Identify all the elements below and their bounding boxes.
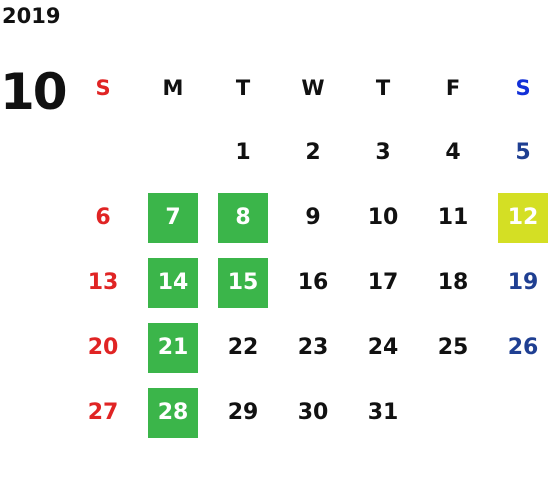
day-cell[interactable]: 3 <box>375 140 391 165</box>
day-cell-empty <box>68 120 138 185</box>
day-highlight-green: 14 <box>148 257 198 308</box>
day-cell[interactable]: 23 <box>297 335 329 360</box>
day-cell[interactable]: 25 <box>437 335 469 360</box>
day-highlight-green: 8 <box>218 192 268 243</box>
day-cell[interactable]: 4 <box>445 140 461 165</box>
year-label: 2019 <box>2 4 61 28</box>
day-cell-highlighted[interactable]: 7 <box>138 185 208 250</box>
day-cell[interactable]: 29 <box>227 400 259 425</box>
weekday-thursday: T <box>375 75 391 100</box>
day-cell[interactable]: 22 <box>227 335 259 360</box>
day-cell[interactable]: 16 <box>297 270 329 295</box>
day-cell-empty <box>418 380 488 445</box>
weekday-saturday: S <box>515 75 531 100</box>
day-highlight-green: 21 <box>148 322 198 373</box>
day-highlight-green: 7 <box>148 192 198 243</box>
day-cell[interactable]: 9 <box>305 205 321 230</box>
day-cell-highlighted[interactable]: 21 <box>138 315 208 380</box>
day-cell-sunday[interactable]: 13 <box>87 270 119 295</box>
day-cell-highlighted[interactable]: 8 <box>208 185 278 250</box>
day-cell-saturday[interactable]: 5 <box>515 140 531 165</box>
day-cell[interactable]: 18 <box>437 270 469 295</box>
day-cell-highlighted[interactable]: 15 <box>208 250 278 315</box>
day-cell-empty <box>138 120 208 185</box>
day-cell[interactable]: 11 <box>437 205 469 230</box>
day-cell-saturday[interactable]: 26 <box>507 335 539 360</box>
day-cell[interactable]: 30 <box>297 400 329 425</box>
day-cell-sunday[interactable]: 6 <box>95 205 111 230</box>
day-cell-highlighted[interactable]: 14 <box>138 250 208 315</box>
month-label: 10 <box>0 63 68 121</box>
day-cell-sunday[interactable]: 27 <box>87 400 119 425</box>
day-cell-empty <box>488 380 548 445</box>
day-cell-sunday[interactable]: 20 <box>87 335 119 360</box>
day-cell[interactable]: 1 <box>235 140 251 165</box>
day-highlight-green: 28 <box>148 387 198 438</box>
weekday-sunday: S <box>95 75 111 100</box>
calendar-grid: S M T W T F S 1 2 3 4 5 6 7 8 9 10 11 12… <box>68 55 548 445</box>
weekday-tuesday: T <box>235 75 251 100</box>
weekday-friday: F <box>445 75 461 100</box>
day-highlight-green: 15 <box>218 257 268 308</box>
day-cell-saturday[interactable]: 19 <box>507 270 539 295</box>
day-cell[interactable]: 17 <box>367 270 399 295</box>
day-cell[interactable]: 2 <box>305 140 321 165</box>
day-highlight-yellow: 12 <box>498 192 548 243</box>
day-cell[interactable]: 31 <box>367 400 399 425</box>
day-cell[interactable]: 10 <box>367 205 399 230</box>
weekday-monday: M <box>162 75 184 100</box>
day-cell-highlighted[interactable]: 12 <box>488 185 548 250</box>
weekday-wednesday: W <box>301 75 325 100</box>
day-cell-highlighted[interactable]: 28 <box>138 380 208 445</box>
day-cell[interactable]: 24 <box>367 335 399 360</box>
